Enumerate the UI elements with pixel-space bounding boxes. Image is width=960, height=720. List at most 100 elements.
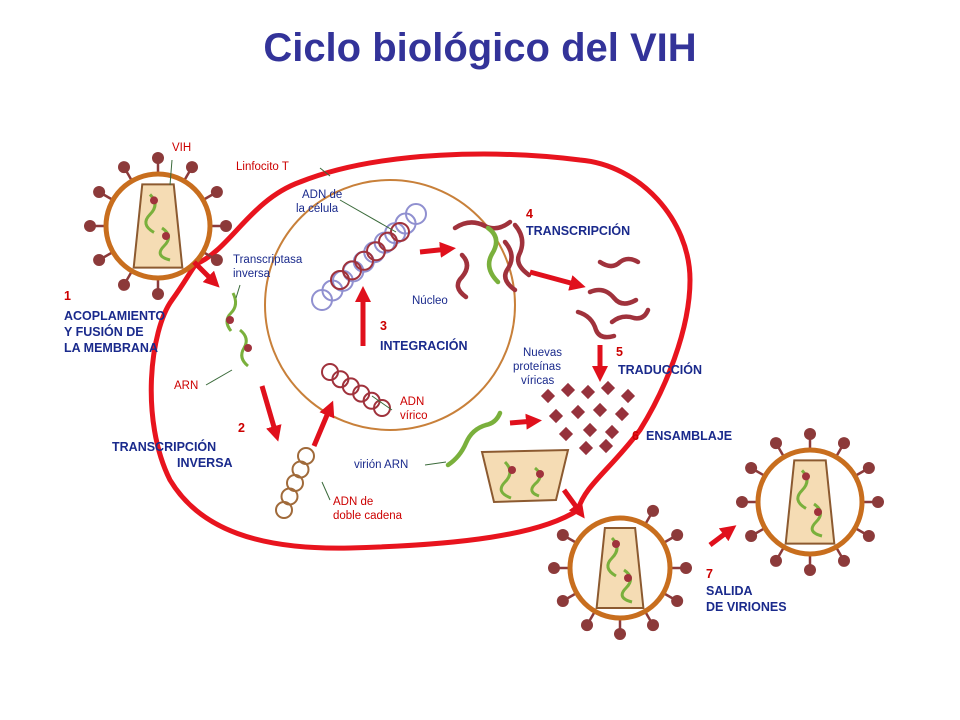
step-1-line-1: ACOPLAMIENTO — [64, 309, 165, 323]
arn-label: ARN — [174, 380, 198, 392]
virus-knob — [152, 152, 164, 164]
assembling-capsid — [480, 448, 570, 504]
step-5-line-1: TRADUCCIÓN — [618, 362, 702, 377]
step-1-line-3: LA MEMBRANA — [64, 341, 158, 355]
hiv-virion-budding — [548, 504, 692, 640]
viral-proteins — [540, 380, 636, 456]
protein-diamond — [582, 422, 598, 438]
dna-ring — [342, 260, 362, 281]
virus-knob — [647, 619, 659, 632]
virus-enzyme — [802, 472, 810, 481]
cell-membrane — [148, 151, 693, 551]
dna-ring — [405, 203, 427, 225]
page-title: Ciclo biológico del VIH — [263, 26, 697, 70]
virus-enzyme — [612, 540, 620, 548]
pointer-lines — [169, 159, 447, 501]
transcriptasa-label-1: Transcriptasa — [233, 254, 303, 266]
virus-knob — [118, 278, 130, 291]
step-3-line-1: INTEGRACIÓN — [380, 338, 468, 353]
step-4-number: 4 — [526, 207, 533, 221]
protein-diamond — [578, 440, 594, 456]
protein-diamond — [548, 408, 564, 424]
virus-knob — [581, 619, 593, 632]
double-strand-dna — [275, 447, 315, 519]
virus-capsid — [784, 459, 836, 545]
protein-diamond — [598, 438, 614, 454]
adn-celula-label-1: ADN de — [302, 189, 342, 201]
vih-label: VIH — [172, 142, 191, 154]
protein-diamond — [558, 426, 574, 442]
hiv-virion-entering — [84, 152, 232, 300]
protein-diamond — [600, 380, 616, 396]
nucleo-label: Núcleo — [412, 295, 448, 307]
virus-knob — [838, 554, 850, 567]
virus-knob — [93, 186, 106, 198]
step-1-number: 1 — [64, 289, 71, 303]
hiv-virion-released — [736, 428, 884, 576]
step-7-number: 7 — [706, 567, 713, 581]
cytoplasm-rna — [575, 256, 651, 340]
linfocito-label: Linfocito T — [236, 161, 289, 173]
nuevas-label-2: proteínas — [513, 361, 561, 373]
virus-enzyme — [624, 574, 632, 582]
step-2-number: 2 — [238, 421, 245, 435]
virus-knob — [556, 529, 569, 541]
viral-dna-helix — [321, 363, 391, 417]
virus-knob — [862, 530, 875, 542]
virus-knob — [838, 437, 850, 450]
adn-doble-label-2: doble cadena — [333, 510, 403, 522]
adn-virico-label-2: vírico — [400, 410, 427, 422]
virus-knob — [84, 220, 96, 232]
protein-diamond — [604, 424, 620, 440]
virus-capsid — [595, 527, 645, 609]
virus-knob — [770, 554, 782, 567]
virus-knob — [220, 220, 232, 232]
virus-enzyme — [814, 508, 822, 516]
transcriptasa-label-2: inversa — [233, 268, 271, 280]
dna-ring — [330, 270, 350, 290]
virus-knob — [647, 504, 659, 517]
dna-ring — [297, 447, 315, 465]
process-arrows — [192, 241, 737, 547]
virus-knob — [745, 462, 758, 474]
step-6-line-1: ENSAMBLAJE — [646, 429, 732, 443]
cell-dna-helix — [311, 203, 427, 311]
protein-diamond — [540, 388, 556, 404]
virus-knob — [614, 628, 626, 640]
virion-arn-label: virión ARN — [354, 459, 408, 471]
step-7-line-1: SALIDA — [706, 584, 753, 598]
dna-ring — [354, 250, 374, 271]
virus-knob — [671, 529, 684, 541]
virus-knob — [556, 595, 569, 607]
virus-enzyme — [162, 232, 170, 240]
dna-ring — [390, 222, 410, 242]
virion-rna — [445, 410, 503, 468]
virus-knob — [736, 496, 748, 508]
protein-diamond — [580, 384, 596, 400]
virus-capsid — [132, 183, 184, 269]
virus-knob — [210, 254, 223, 266]
virus-knob — [804, 564, 816, 576]
step-2-line-2: INVERSA — [177, 456, 233, 470]
nuevas-label-1: Nuevas — [523, 347, 562, 359]
nuevas-label-3: víricas — [521, 375, 554, 387]
virus-knob — [152, 288, 164, 300]
transcribed-rna — [452, 219, 532, 300]
virus-knob — [548, 562, 560, 574]
step-1-line-2: Y FUSIÓN DE — [64, 324, 144, 339]
protein-diamond — [570, 404, 586, 420]
virus-knob — [210, 186, 223, 198]
protein-diamond — [614, 406, 630, 422]
dna-ring — [366, 241, 386, 262]
dna-ring — [378, 231, 398, 252]
virus-knob — [118, 161, 130, 174]
protein-diamond — [620, 388, 636, 404]
nucleus — [264, 179, 516, 431]
virus-knob — [862, 462, 875, 474]
adn-celula-label-2: la célula — [296, 203, 339, 215]
virus-knob — [745, 530, 758, 542]
protein-diamond — [560, 382, 576, 398]
step-6-number: 6 — [632, 429, 639, 443]
virus-enzyme — [150, 196, 158, 205]
